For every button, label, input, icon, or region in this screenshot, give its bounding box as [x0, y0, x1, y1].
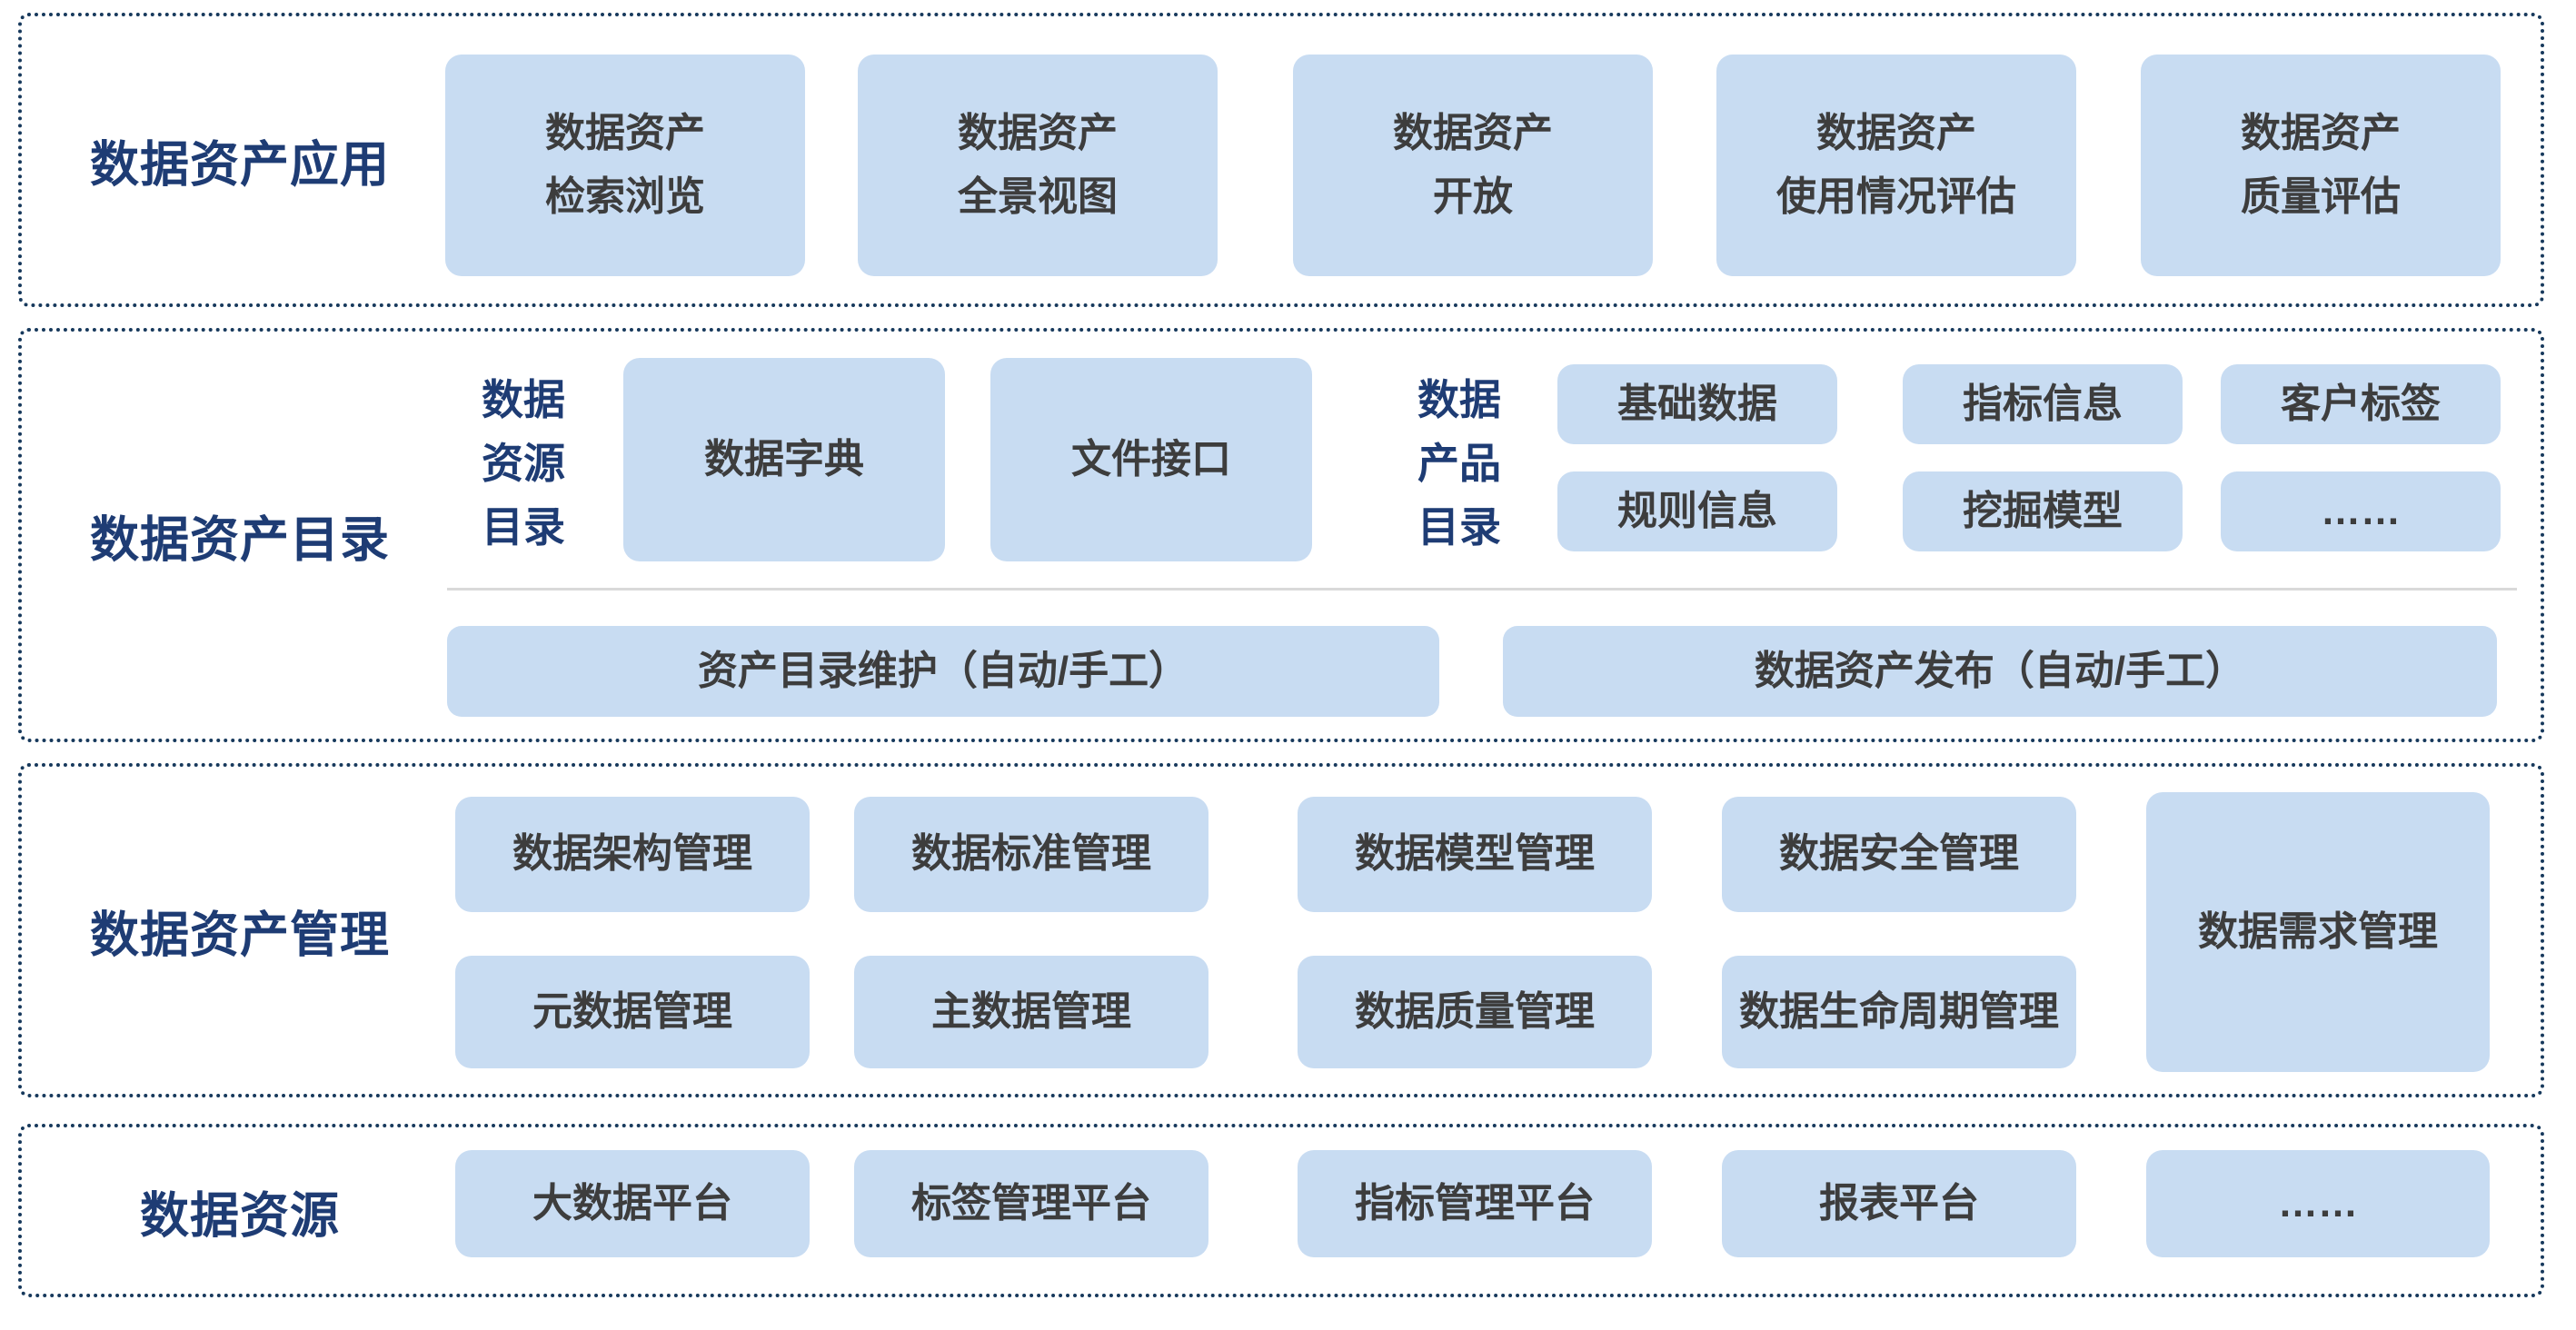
section-label-catalog: 数据资产目录 [90, 512, 390, 568]
box-rule-info: 规则信息 [1557, 471, 1837, 551]
box-tag-mgmt-platform: 标签管理平台 [854, 1150, 1208, 1257]
box-data-demand-mgmt: 数据需求管理 [2146, 792, 2490, 1072]
box-data-standard-mgmt: 数据标准管理 [854, 797, 1208, 912]
section-label-management: 数据资产管理 [90, 908, 390, 963]
box-asset-open: 数据资产 开放 [1293, 55, 1653, 276]
box-file-interface: 文件接口 [990, 358, 1312, 561]
box-asset-panorama-view: 数据资产 全景视图 [858, 55, 1218, 276]
section-data-resource: 数据资源 大数据平台 标签管理平台 指标管理平台 报表平台 …… [18, 1124, 2544, 1297]
section-data-asset-catalog: 数据资产目录 数据 资源 目录 数据字典 文件接口 数据 产品 目录 基础数据 … [18, 328, 2544, 742]
box-mining-model: 挖掘模型 [1903, 471, 2183, 551]
section-label-application: 数据资产应用 [90, 137, 390, 193]
box-asset-quality-evaluation: 数据资产 质量评估 [2141, 55, 2501, 276]
box-data-dictionary: 数据字典 [623, 358, 945, 561]
box-indicator-info: 指标信息 [1903, 364, 2183, 444]
box-data-architecture-mgmt: 数据架构管理 [455, 797, 810, 912]
box-data-security-mgmt: 数据安全管理 [1722, 797, 2076, 912]
box-report-platform: 报表平台 [1722, 1150, 2076, 1257]
box-asset-publish: 数据资产发布（自动/手工） [1503, 626, 2497, 717]
box-product-ellipsis: …… [2221, 471, 2501, 551]
box-catalog-maintenance: 资产目录维护（自动/手工） [447, 626, 1439, 717]
box-data-model-mgmt: 数据模型管理 [1298, 797, 1652, 912]
box-indicator-mgmt-platform: 指标管理平台 [1298, 1150, 1652, 1257]
section-data-asset-application: 数据资产应用 数据资产 检索浏览 数据资产 全景视图 数据资产 开放 数据资产 … [18, 13, 2544, 307]
label-data-product-catalog: 数据 产品 目录 [1417, 376, 1501, 551]
section-data-asset-management: 数据资产管理 数据架构管理 数据标准管理 数据模型管理 数据安全管理 元数据管理… [18, 763, 2544, 1097]
box-bigdata-platform: 大数据平台 [455, 1150, 810, 1257]
box-basic-data: 基础数据 [1557, 364, 1837, 444]
box-resource-ellipsis: …… [2146, 1150, 2490, 1257]
box-metadata-mgmt: 元数据管理 [455, 956, 810, 1068]
label-data-resource-catalog: 数据 资源 目录 [482, 376, 565, 551]
box-asset-search-browse: 数据资产 检索浏览 [445, 55, 805, 276]
box-customer-tag: 客户标签 [2221, 364, 2501, 444]
box-master-data-mgmt: 主数据管理 [854, 956, 1208, 1068]
catalog-divider-line [447, 588, 2517, 591]
box-data-lifecycle-mgmt: 数据生命周期管理 [1722, 956, 2076, 1068]
section-label-resource: 数据资源 [140, 1188, 340, 1243]
box-asset-usage-evaluation: 数据资产 使用情况评估 [1716, 55, 2076, 276]
box-data-quality-mgmt: 数据质量管理 [1298, 956, 1652, 1068]
